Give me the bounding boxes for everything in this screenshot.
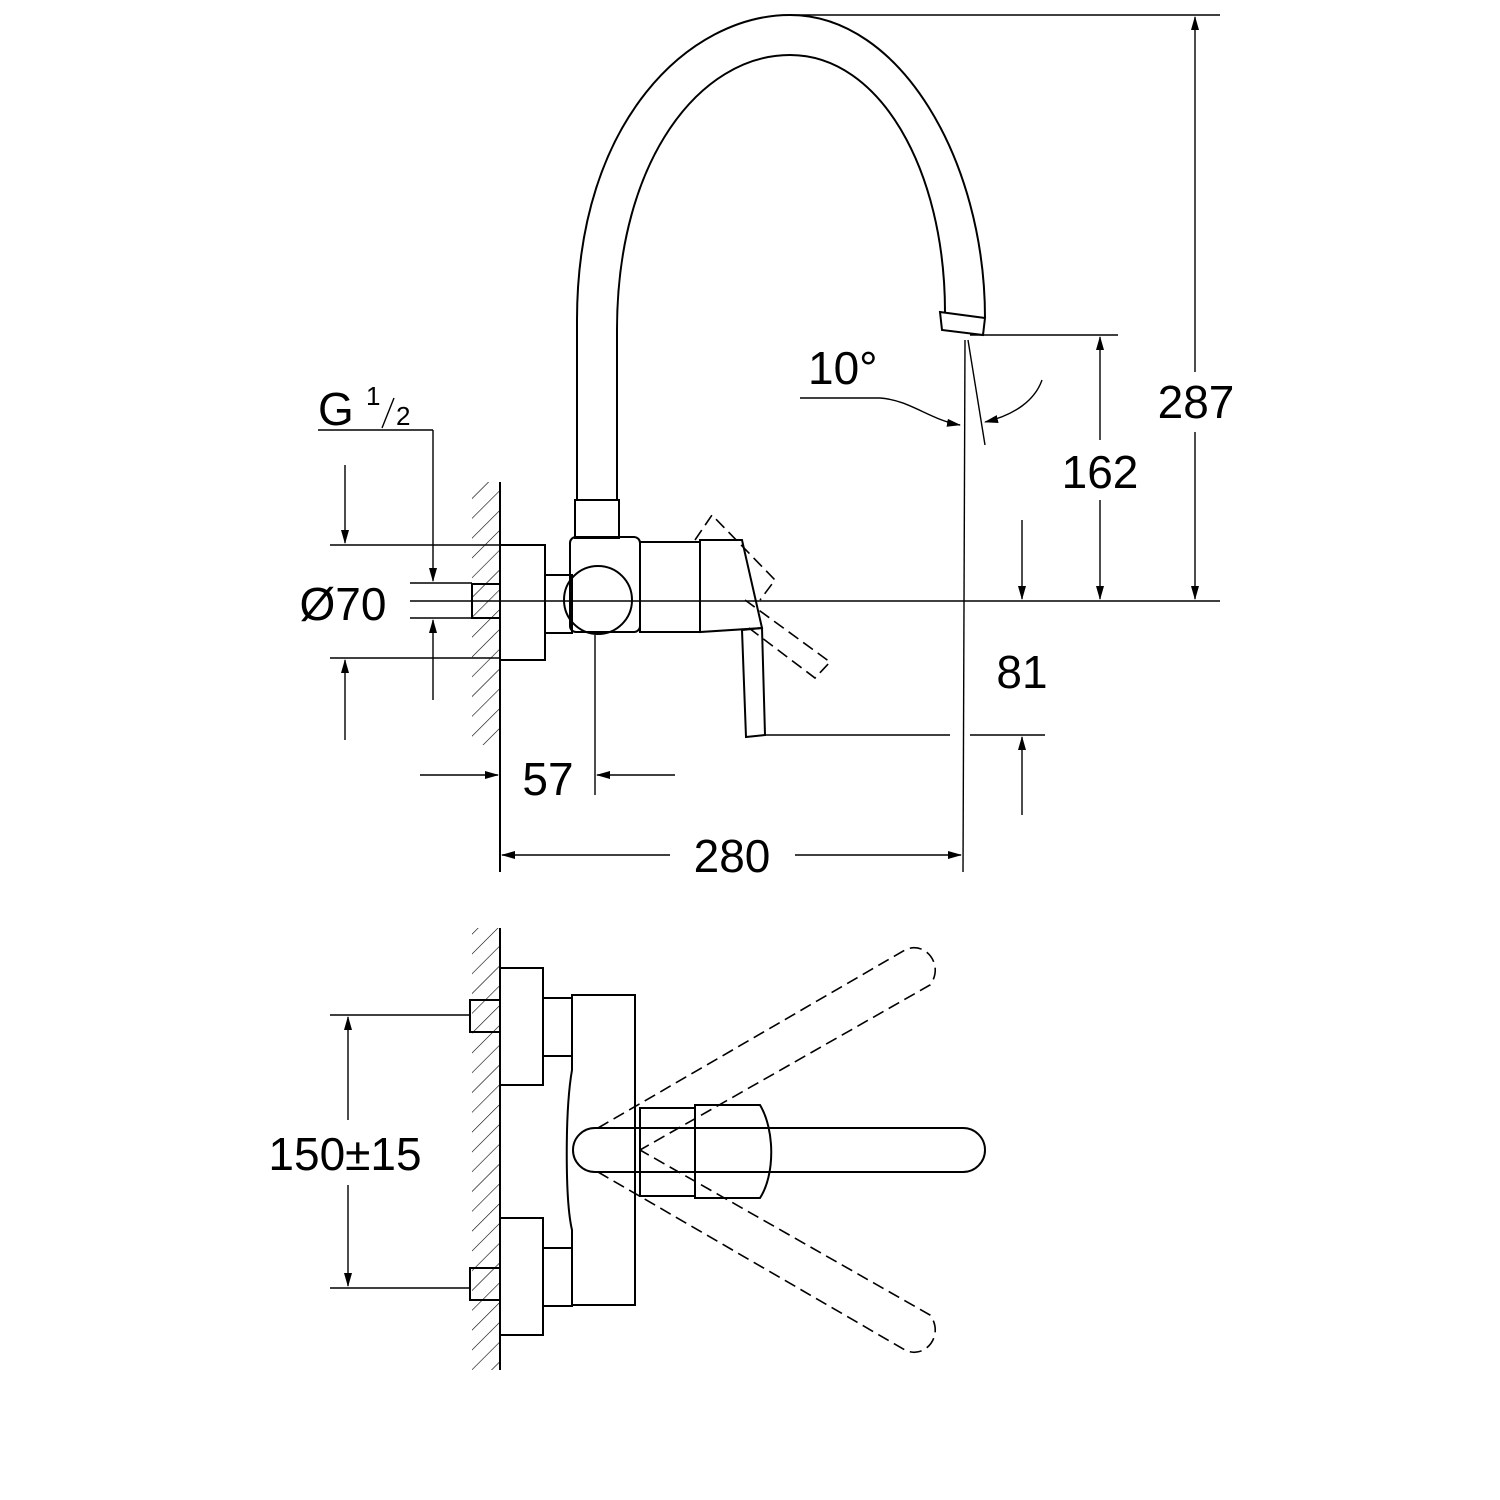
wall-flange — [499, 544, 546, 661]
valve-body — [565, 994, 636, 1306]
nut-lower — [542, 1247, 573, 1307]
spout-collar — [574, 499, 620, 539]
connector-upper — [469, 999, 501, 1033]
top-view: 150±15 — [268, 928, 986, 1370]
lever-alt-position — [694, 513, 832, 680]
handle — [694, 1104, 773, 1199]
connector-lower — [469, 1267, 501, 1301]
dim-57: 57 — [522, 753, 573, 805]
wall-hatching — [472, 482, 500, 745]
side-view: 287 162 81 280 57 Ø70 G 1 2 10° — [300, 13, 1235, 882]
wall-flange-upper — [499, 967, 544, 1086]
dim-thread-num: 1 — [366, 381, 380, 411]
cartridge-housing — [639, 1107, 696, 1197]
spout-outer — [576, 13, 986, 500]
wall-hatching — [472, 928, 500, 1370]
valve-body — [569, 536, 641, 633]
lever — [740, 626, 767, 739]
dim-280: 280 — [694, 830, 771, 882]
dim-angle: 10° — [808, 342, 878, 394]
dim-thread-den: 2 — [396, 401, 410, 431]
spout-aerator — [938, 310, 987, 337]
lever — [572, 1127, 986, 1173]
dim-150: 150±15 — [268, 1128, 421, 1180]
handle — [699, 539, 764, 634]
swivel-joint — [563, 565, 633, 635]
spout-inner — [616, 53, 946, 500]
dim-81: 81 — [996, 646, 1047, 698]
nut-upper — [542, 997, 573, 1057]
dim-287: 287 — [1158, 376, 1235, 428]
dim-162: 162 — [1062, 446, 1139, 498]
cartridge-housing — [639, 541, 701, 633]
lever-alt-positions — [597, 947, 936, 1353]
dim-thread-label: G — [318, 383, 354, 435]
dim-diameter: Ø70 — [300, 578, 387, 630]
wall-flange-lower — [499, 1217, 544, 1336]
